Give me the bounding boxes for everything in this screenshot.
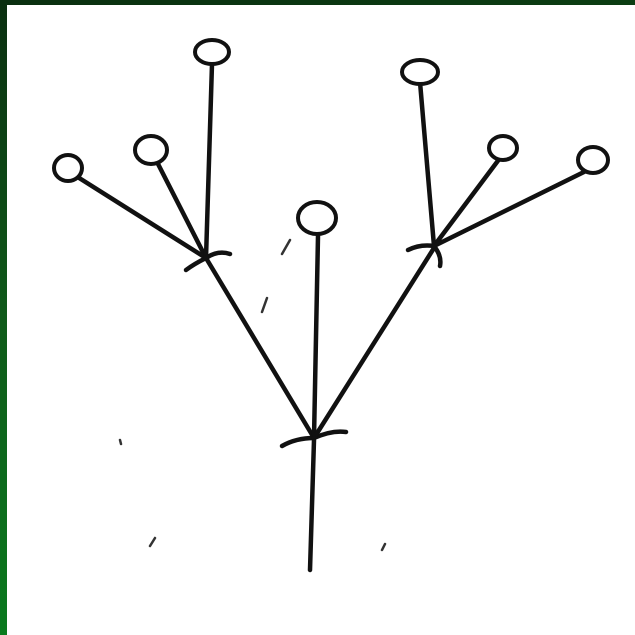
main-involucre-bract-left xyxy=(282,438,314,446)
right-involucel-bract-a xyxy=(408,246,434,251)
left-secondary-ray-inner xyxy=(206,64,212,258)
stray-mark xyxy=(262,298,267,312)
flower-left-middle xyxy=(135,136,167,164)
stray-mark xyxy=(282,240,290,254)
right-secondary-ray-middle xyxy=(434,158,500,246)
primary-ray-center xyxy=(314,236,318,438)
flower-left-inner xyxy=(195,40,229,64)
right-secondary-ray-inner xyxy=(420,82,434,246)
primary-ray-left xyxy=(206,258,314,438)
flower-left-outer xyxy=(54,155,82,181)
main-peduncle xyxy=(310,440,314,570)
flower-center xyxy=(298,202,336,234)
right-secondary-ray-outer xyxy=(434,170,588,246)
flower-right-middle xyxy=(489,136,517,160)
flower-right-outer xyxy=(578,147,608,173)
primary-ray-right xyxy=(314,248,434,438)
stray-mark xyxy=(382,544,385,550)
stray-mark xyxy=(120,440,121,444)
stray-mark xyxy=(150,538,155,546)
flower-right-inner xyxy=(402,60,438,84)
right-involucel-bract-b xyxy=(434,246,440,266)
left-involucel-bract-a xyxy=(186,258,206,270)
left-involucel-bract-b xyxy=(206,253,230,258)
